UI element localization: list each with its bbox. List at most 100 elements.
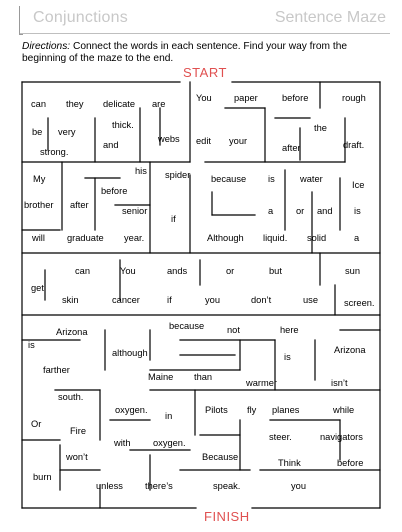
maze-word: and [317, 206, 333, 216]
directions-label: Directions: [22, 41, 71, 52]
maze-word: a [268, 206, 274, 216]
maze-word: Because [202, 452, 239, 462]
maze-word: they [66, 99, 84, 109]
maze-word: Maine [148, 372, 174, 382]
maze-word: You [196, 93, 212, 103]
maze-word: burn [33, 472, 52, 482]
maze-word: will [32, 233, 45, 243]
directions-text: Connect the words in each sentence. Find… [22, 41, 348, 64]
maze-word: navigators [320, 432, 363, 442]
maze-word: oxygen. [153, 438, 186, 448]
maze-word: although [112, 348, 148, 358]
maze-word: is [268, 174, 275, 184]
maze-word: a [354, 233, 360, 243]
maze-word: but [269, 266, 282, 276]
maze-word: while [333, 405, 355, 415]
maze-word: rough [342, 93, 366, 103]
maze-word: if [171, 214, 176, 224]
maze-word: solid [307, 233, 327, 243]
maze-word: the [314, 123, 327, 133]
maze-word: delicate [103, 99, 136, 109]
maze-word: draft. [343, 140, 365, 150]
maze-word: sun [345, 266, 360, 276]
maze-word: steer. [269, 432, 292, 442]
maze-word: very [58, 127, 76, 137]
maze-word: planes [272, 405, 300, 415]
maze-word: in [165, 411, 173, 421]
header-divider [20, 33, 390, 34]
maze-word: graduate [67, 233, 104, 243]
maze-word: unless [96, 481, 123, 491]
worksheet-header: Conjunctions Sentence Maze [0, 0, 402, 35]
maze-word: brother [24, 200, 54, 210]
maze-word: with [114, 438, 131, 448]
maze-word: don’t [251, 295, 272, 305]
maze-word: not [227, 325, 240, 335]
maze-word: skin [62, 295, 79, 305]
maze-word: paper [234, 93, 258, 103]
maze-word: spider [165, 170, 191, 180]
maze-word: or [296, 206, 305, 216]
worksheet-topic: Conjunctions [33, 9, 128, 26]
maze-word: strong. [40, 147, 69, 157]
maze-word: because [211, 174, 247, 184]
maze-word: warmer [246, 378, 277, 388]
maze-word: if [167, 295, 172, 305]
maze-word: before [337, 458, 364, 468]
maze-word: thick. [112, 120, 134, 130]
maze-word: can [75, 266, 90, 276]
directions: Directions: Connect the words in each se… [22, 41, 382, 65]
maze-word: edit [196, 136, 211, 146]
maze-word: water [300, 174, 323, 184]
maze-word: use [303, 295, 318, 305]
maze-word: Ice [352, 180, 365, 190]
maze-word: here [280, 325, 299, 335]
maze-word: screen. [344, 298, 375, 308]
maze-word: Fire [70, 426, 87, 436]
maze-start-label: START [183, 65, 227, 80]
maze-word: get [31, 283, 44, 293]
maze-word: his [135, 166, 147, 176]
maze-word: than [194, 372, 213, 382]
maze-word: You [120, 266, 136, 276]
maze-word: is [354, 206, 361, 216]
maze-word: Pilots [205, 405, 228, 415]
worksheet-title: Sentence Maze [274, 9, 386, 26]
maze-word: Arizona [334, 345, 366, 355]
maze-word: My [33, 174, 46, 184]
maze-word: after [282, 143, 301, 153]
maze-word: you [205, 295, 220, 305]
maze-word: oxygen. [115, 405, 148, 415]
maze-word: there’s [145, 481, 173, 491]
maze-word: won’t [66, 452, 88, 462]
maze-word: your [229, 136, 248, 146]
maze-word: isn’t [331, 378, 348, 388]
maze-word: be [32, 127, 43, 137]
maze-word: or [226, 266, 235, 276]
maze-word: south. [58, 392, 84, 402]
maze-word: is [28, 340, 35, 350]
maze-word: fly [247, 405, 257, 415]
maze-word: before [101, 186, 128, 196]
maze-finish-label: FINISH [204, 509, 250, 524]
maze-word: Arizona [56, 327, 88, 337]
maze-word: after [70, 200, 89, 210]
maze-word: ands [167, 266, 188, 276]
maze-word: cancer [112, 295, 140, 305]
header-corner-mark [19, 6, 23, 35]
maze-word: and [103, 140, 119, 150]
maze-word: senior [122, 206, 148, 216]
maze-word: liquid. [263, 233, 288, 243]
maze-word: Or [31, 419, 42, 429]
maze-word: you [291, 481, 306, 491]
maze-word: is [284, 352, 291, 362]
maze-word: before [282, 93, 309, 103]
maze-word: year. [124, 233, 145, 243]
maze-word: because [169, 321, 205, 331]
maze-word: are [152, 99, 166, 109]
maze-word: can [31, 99, 46, 109]
maze-word: Think [278, 458, 301, 468]
maze-word: webs [158, 134, 180, 144]
maze-word: farther [43, 365, 70, 375]
